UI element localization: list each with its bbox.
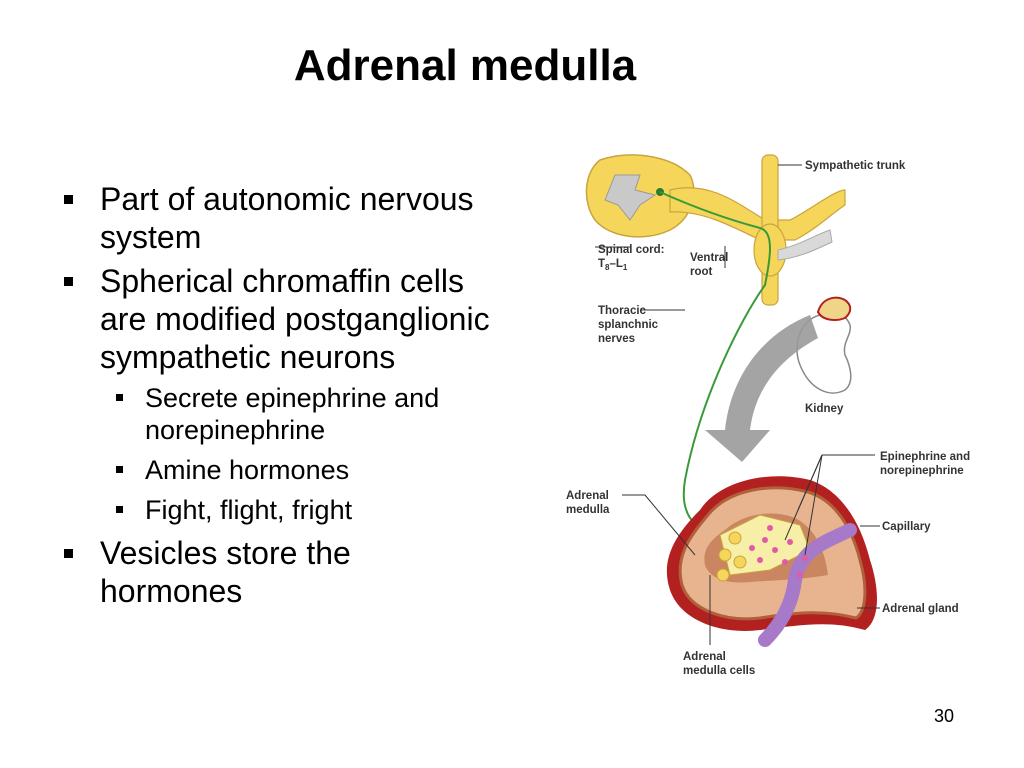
bullet-text: Spherical chromaffin cells are modified …: [100, 263, 490, 375]
label-epinephrine: Epinephrine and: [880, 451, 970, 463]
square-bullet-icon: [64, 549, 73, 558]
label-spinal-cord-range: T8–L1: [598, 258, 628, 272]
bullet-list: Part of autonomic nervous system Spheric…: [64, 180, 494, 616]
bullet-item: Part of autonomic nervous system: [64, 180, 494, 256]
capillary-vessel: [758, 523, 857, 647]
sub-bullet-item: Amine hormones: [116, 454, 494, 486]
leader-lines: [595, 164, 880, 645]
bullet-item: Spherical chromaffin cells are modified …: [64, 262, 494, 376]
label-capillary: Capillary: [882, 521, 931, 533]
square-bullet-icon: [64, 277, 73, 286]
square-bullet-icon: [116, 394, 123, 401]
label-ventral-root: Ventral: [690, 252, 728, 264]
sympathetic-trunk: [753, 154, 833, 306]
sub-bullet-item: Fight, flight, fright: [116, 494, 494, 526]
label-ventral-root: root: [690, 266, 713, 278]
page-number: 30: [934, 706, 955, 726]
label-thoracic-splanchnic: nerves: [598, 333, 635, 345]
adrenal-gland-section: [666, 476, 877, 631]
label-spinal-cord: Spinal cord:: [598, 244, 664, 256]
label-adrenal-medulla: medulla: [566, 504, 610, 516]
anatomy-svg: Sympathetic trunk Spinal cord: T8–L1 Ven…: [566, 154, 970, 677]
label-sympathetic-trunk: Sympathetic trunk: [805, 160, 906, 172]
label-thoracic-splanchnic: Thoracic: [598, 305, 647, 317]
sub-bullet-text: Fight, flight, fright: [145, 495, 353, 525]
label-adrenal-gland: Adrenal gland: [882, 603, 959, 615]
label-adrenal-medulla-cells: Adrenal: [683, 651, 726, 663]
label-adrenal-medulla-cells: medulla cells: [683, 665, 755, 677]
zoom-arrow-icon: [705, 315, 818, 462]
square-bullet-icon: [64, 195, 73, 204]
bullet-text: Vesicles store the hormones: [100, 535, 351, 609]
bullet-text: Part of autonomic nervous system: [100, 181, 474, 255]
spinal-cord-section: [585, 154, 695, 238]
label-kidney: Kidney: [805, 403, 844, 415]
square-bullet-icon: [116, 466, 123, 473]
sub-bullet-text: Secrete epinephrine and norepinephrine: [145, 383, 440, 445]
bullet-item: Vesicles store the hormones: [64, 534, 494, 610]
label-thoracic-splanchnic: splanchnic: [598, 319, 659, 331]
label-epinephrine: norepinephrine: [880, 465, 964, 477]
adrenal-medulla-illustration: Sympathetic trunk Spinal cord: T8–L1 Ven…: [560, 150, 1000, 690]
spinal-nerve: [669, 187, 846, 241]
label-adrenal-medulla: Adrenal: [566, 490, 609, 502]
preganglionic-fiber: [659, 191, 771, 536]
square-bullet-icon: [116, 506, 123, 513]
slide-title: Adrenal medulla: [293, 41, 637, 90]
sub-bullet-item: Secrete epinephrine and norepinephrine: [116, 382, 494, 446]
sub-bullet-text: Amine hormones: [145, 455, 350, 485]
